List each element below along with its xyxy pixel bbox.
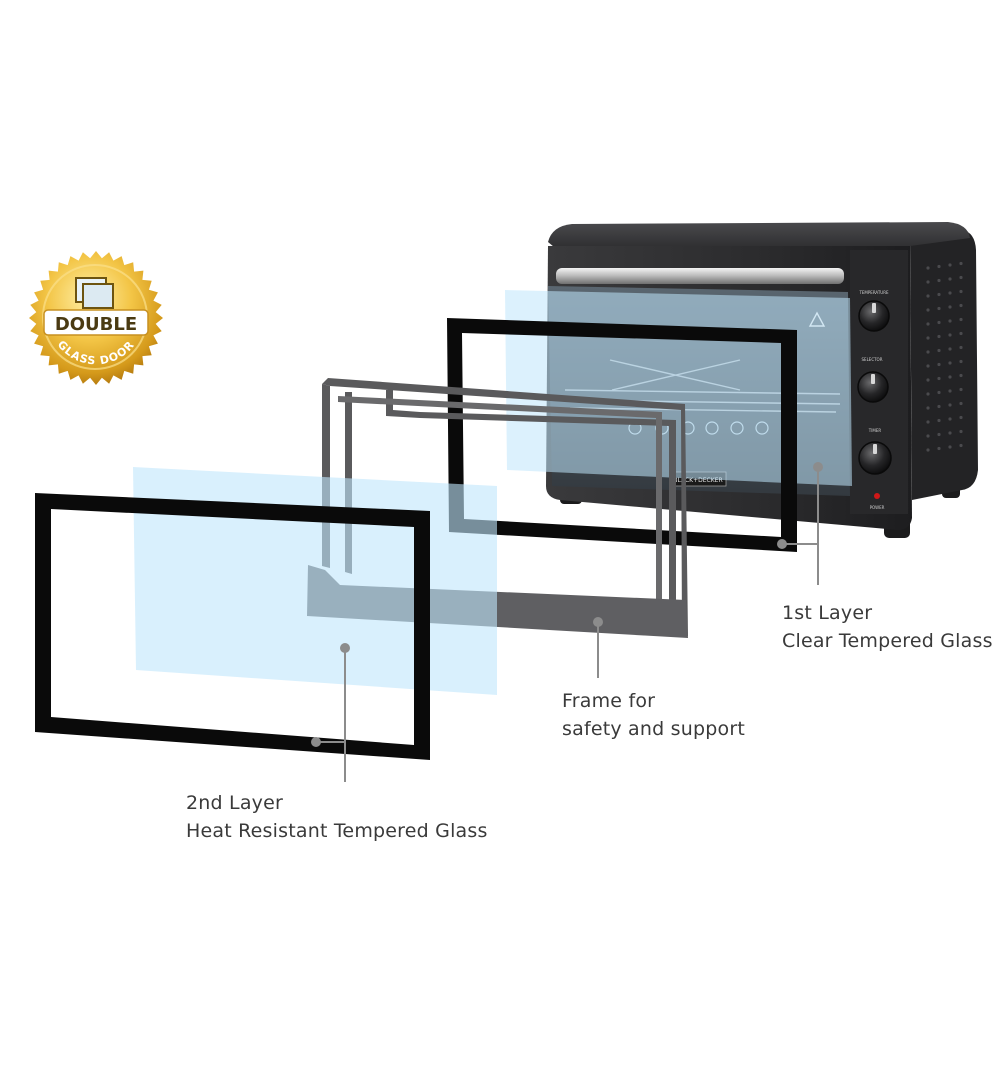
anchor-dot (311, 737, 321, 747)
vent-hole (948, 375, 951, 378)
vent-hole (926, 364, 929, 367)
vent-hole (926, 322, 929, 325)
vent-hole (948, 389, 951, 392)
anchor-dot (777, 539, 787, 549)
callout-first-layer: 1st Layer Clear Tempered Glass (782, 599, 993, 655)
callout-frame-title: Frame for (562, 687, 745, 715)
vent-hole (937, 307, 940, 310)
badge-line1: DOUBLE (55, 314, 137, 335)
callout-second-layer-desc: Heat Resistant Tempered Glass (186, 817, 488, 845)
vent-hole (948, 417, 951, 420)
callout-second-layer: 2nd Layer Heat Resistant Tempered Glass (186, 789, 488, 845)
vent-hole (937, 265, 940, 268)
vent-hole (926, 392, 929, 395)
vent-hole (937, 349, 940, 352)
vent-hole (959, 374, 962, 377)
vent-hole (948, 333, 951, 336)
vent-hole (937, 335, 940, 338)
vent-hole (926, 378, 929, 381)
vent-hole (926, 280, 929, 283)
vent-hole (959, 416, 962, 419)
knob-indicator (872, 303, 876, 313)
vent-hole (959, 304, 962, 307)
knob-label-selector: SELECTOR (862, 357, 883, 362)
vent-hole (937, 447, 940, 450)
vent-hole (959, 430, 962, 433)
vent-hole (959, 388, 962, 391)
vent-hole (948, 403, 951, 406)
vent-hole (937, 391, 940, 394)
vent-hole (948, 291, 951, 294)
vent-hole (959, 402, 962, 405)
vent-hole (926, 336, 929, 339)
vent-hole (948, 305, 951, 308)
vent-hole (959, 360, 962, 363)
vent-hole (959, 332, 962, 335)
callout-first-layer-desc: Clear Tempered Glass (782, 627, 993, 655)
vent-hole (937, 419, 940, 422)
power-indicator-light (874, 493, 880, 499)
vent-hole (926, 294, 929, 297)
knob-indicator (871, 374, 875, 384)
callout-first-layer-title: 1st Layer (782, 599, 993, 627)
vent-hole (959, 290, 962, 293)
vent-hole (937, 377, 940, 380)
vent-hole (948, 347, 951, 350)
vent-hole (926, 406, 929, 409)
vent-hole (959, 346, 962, 349)
vent-hole (926, 448, 929, 451)
vent-hole (959, 262, 962, 265)
vent-hole (937, 293, 940, 296)
power-label: POWER (870, 505, 885, 510)
vent-hole (937, 321, 940, 324)
vent-hole (948, 277, 951, 280)
oven-door-handle (556, 268, 844, 284)
vent-hole (937, 433, 940, 436)
knob-label-timer: TIMER (868, 428, 882, 433)
vent-hole (937, 279, 940, 282)
callout-frame-desc: safety and support (562, 715, 745, 743)
oven-side-panel (910, 230, 978, 500)
knob-indicator (873, 444, 877, 454)
vent-hole (937, 405, 940, 408)
knob-label-temperature: TEMPERATURE (858, 290, 889, 295)
double-glass-door-badge: DOUBLE GLASS DOOR (29, 251, 163, 385)
vent-hole (959, 444, 962, 447)
vent-hole (948, 445, 951, 448)
callout-second-layer-title: 2nd Layer (186, 789, 488, 817)
vent-hole (926, 420, 929, 423)
anchor-dot (340, 643, 350, 653)
vent-hole (926, 266, 929, 269)
anchor-dot (593, 617, 603, 627)
second-layer-glass (35, 467, 497, 760)
vent-hole (926, 308, 929, 311)
vent-hole (926, 434, 929, 437)
vent-hole (937, 363, 940, 366)
vent-hole (948, 263, 951, 266)
vent-hole (959, 276, 962, 279)
vent-hole (959, 318, 962, 321)
first-layer-glass-pane (505, 290, 852, 486)
callout-frame: Frame for safety and support (562, 687, 745, 743)
vent-hole (948, 431, 951, 434)
vent-hole (948, 361, 951, 364)
vent-hole (926, 350, 929, 353)
vent-hole (948, 319, 951, 322)
anchor-dot (813, 462, 823, 472)
